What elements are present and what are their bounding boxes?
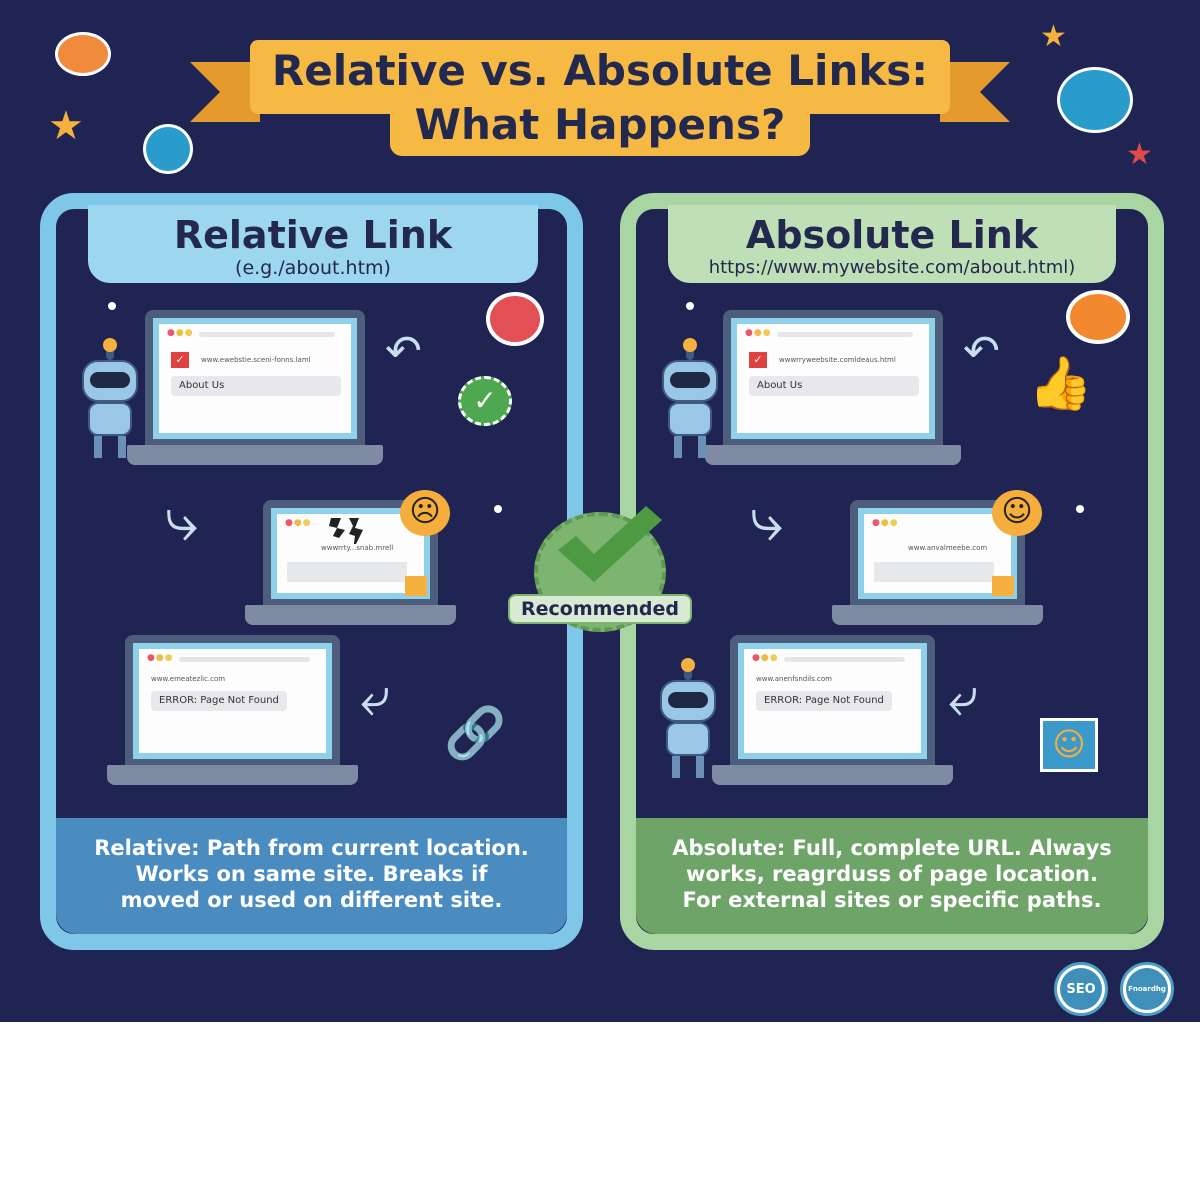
- absolute-footer: Absolute: Full, complete URL. Always wor…: [636, 818, 1148, 934]
- relative-footer-line-3: moved or used on different site.: [120, 888, 503, 912]
- relative-footer-line-2: Works on same site. Breaks if: [135, 862, 488, 886]
- laptop-relative-2: ●●● wwwrrty...snab.mrell: [245, 500, 456, 625]
- checkbox-icon: ✓: [749, 352, 767, 368]
- ribbon-tail-right: [940, 62, 1010, 122]
- robot-icon: [650, 658, 730, 780]
- planet-icon: [146, 127, 190, 171]
- broken-link-icon: [329, 518, 363, 550]
- absolute-footer-line-3: For external sites or specific paths.: [682, 888, 1102, 912]
- title-banner: Relative vs. Absolute Links: What Happen…: [190, 40, 1010, 156]
- checkbox-icon: ✓: [171, 352, 189, 368]
- keyboard: [107, 765, 358, 785]
- curved-arrow-icon: ⤷: [165, 485, 199, 555]
- curved-arrow-icon: ⤷: [750, 485, 784, 555]
- site-badge: Fnoardhg: [1120, 962, 1174, 1016]
- arrow-icon: ↶: [385, 326, 422, 377]
- url-text: www.anenfsndils.com: [756, 675, 832, 683]
- window-controls: ●●●: [752, 653, 779, 663]
- planet-icon: [1070, 294, 1126, 340]
- star-dot: [494, 505, 502, 513]
- keyboard: [712, 765, 953, 785]
- star-icon: ★: [48, 103, 84, 149]
- absolute-footer-line-2: works, reagrduss of page location.: [686, 862, 1098, 886]
- checkmark-icon: [558, 506, 662, 582]
- keyboard: [705, 445, 961, 465]
- planet-icon: [58, 35, 108, 73]
- laptop-absolute-2: ●●● www.anvalmeebe.com: [832, 500, 1043, 625]
- relative-header: Relative Link (e.g./about.htm): [88, 205, 538, 283]
- relative-heading: Relative Link: [173, 213, 453, 257]
- keyboard: [127, 445, 383, 465]
- arrow-icon: ⤶: [360, 665, 391, 728]
- relative-footer-line-1: Relative: Path from current location.: [94, 836, 529, 860]
- star-dot: [1076, 505, 1084, 513]
- seo-label: SEO: [1060, 968, 1102, 1010]
- absolute-footer-line-1: Absolute: Full, complete URL. Always: [672, 836, 1112, 860]
- relative-example: (e.g./about.htm): [235, 257, 391, 279]
- keyboard: [245, 605, 456, 625]
- url-text: www.anvalmeebe.com: [908, 544, 988, 552]
- robot-icon: [72, 338, 152, 460]
- seo-badge: SEO: [1054, 962, 1108, 1016]
- star-dot: [686, 302, 694, 310]
- recommended-badge: Recommended: [508, 506, 692, 632]
- happy-face-icon: ☺: [992, 490, 1042, 536]
- laptop-absolute-3: ●●● www.anenfsndils.com ERROR: Page Not …: [712, 635, 953, 785]
- url-text: www.emeatezlic.com: [151, 675, 226, 683]
- window-controls: ●●●: [745, 328, 772, 338]
- keyboard: [832, 605, 1043, 625]
- check-circle-icon: ✓: [458, 376, 512, 426]
- sad-face-icon: ☹: [400, 490, 450, 536]
- site-badge-label: Fnoardhg: [1126, 968, 1168, 1010]
- window-controls: ●●●: [167, 328, 194, 338]
- error-message: ERROR: Page Not Found: [151, 691, 287, 711]
- recommended-label: Recommended: [508, 594, 692, 624]
- star-dot: [108, 302, 116, 310]
- relative-footer: Relative: Path from current location. Wo…: [56, 818, 567, 934]
- title-line-1: Relative vs. Absolute Links:: [271, 46, 929, 95]
- broken-chain-icon: 🔗: [444, 704, 507, 762]
- about-us-link[interactable]: About Us: [171, 376, 341, 396]
- window-controls: ●●●: [872, 518, 899, 528]
- thumbs-up-icon: 👍: [1028, 354, 1093, 414]
- laptop-relative-1: ●●● ✓ www.ewebstie.sceni-fonns.laml Abou…: [127, 310, 383, 465]
- url-text: wwwrryweebsite.comldeaus.html: [779, 356, 896, 364]
- smiley-screen-icon: ☺: [1040, 718, 1098, 772]
- url-text: wwwrrty...snab.mrell: [321, 544, 394, 553]
- ribbon-lower: [390, 110, 810, 156]
- warning-icon: [992, 576, 1014, 596]
- arrow-icon: ↶: [963, 326, 1000, 377]
- star-icon: ★: [1040, 19, 1067, 54]
- error-message: ERROR: Page Not Found: [756, 691, 892, 711]
- star-icon: ★: [1126, 137, 1153, 172]
- about-us-link[interactable]: About Us: [749, 376, 919, 396]
- warning-icon: [405, 576, 427, 596]
- title-line-2: What Happens?: [414, 100, 786, 149]
- window-controls: ●●●: [285, 518, 312, 528]
- window-controls: ●●●: [147, 653, 174, 663]
- laptop-relative-3: ●●● www.emeatezlic.com ERROR: Page Not F…: [107, 635, 358, 785]
- absolute-example: https://www.mywebsite.com/about.html): [708, 257, 1076, 278]
- absolute-header: Absolute Link https://www.mywebsite.com/…: [668, 205, 1116, 283]
- arrow-icon: ⤶: [948, 665, 979, 728]
- absolute-heading: Absolute Link: [745, 213, 1039, 257]
- ribbon-tail-left: [190, 62, 260, 122]
- robot-icon: [652, 338, 732, 460]
- url-text: www.ewebstie.sceni-fonns.laml: [201, 356, 311, 364]
- planet-icon: [490, 296, 540, 342]
- ribbon: [250, 40, 950, 114]
- laptop-absolute-1: ●●● ✓ wwwrryweebsite.comldeaus.html Abou…: [705, 310, 961, 465]
- planet-icon: [1060, 70, 1130, 130]
